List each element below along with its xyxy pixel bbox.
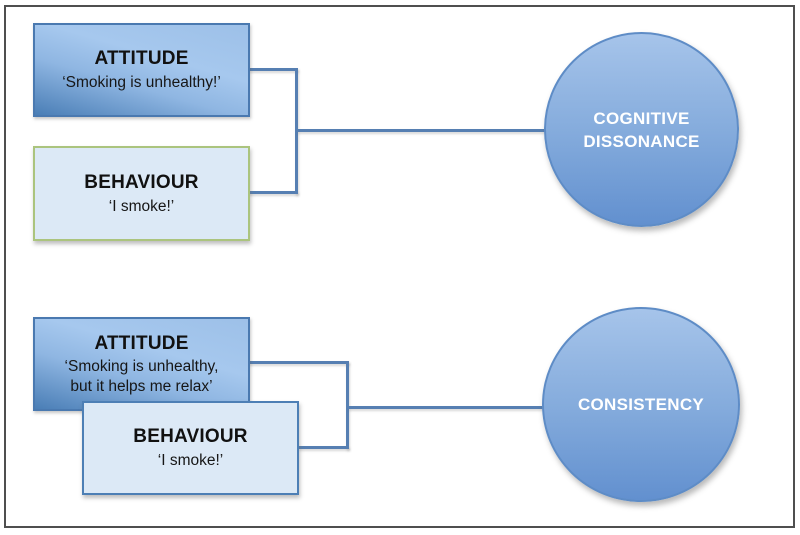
connector-top-behaviour-branch <box>248 191 298 194</box>
behaviour-box-top: BEHAVIOUR ‘I smoke!’ <box>33 146 250 241</box>
consistency-circle: CONSISTENCY <box>542 307 740 502</box>
behaviour-title: BEHAVIOUR <box>84 171 199 193</box>
connector-bottom-attitude-branch <box>248 361 349 364</box>
behaviour-subtitle: ‘I smoke!’ <box>157 452 224 470</box>
connector-top-stem <box>297 129 546 132</box>
cognitive-dissonance-circle: COGNITIVE DISSONANCE <box>544 32 739 227</box>
attitude-subtitle-line1: ‘Smoking is unhealthy, <box>64 357 219 375</box>
attitude-subtitle-line2: but it helps me relax’ <box>70 377 213 395</box>
attitude-box-top: ATTITUDE ‘Smoking is unhealthy!’ <box>33 23 250 117</box>
behaviour-subtitle: ‘I smoke!’ <box>108 197 175 215</box>
connector-bottom-behaviour-branch <box>298 446 349 449</box>
attitude-box-bottom: ATTITUDE ‘Smoking is unhealthy, but it h… <box>33 317 250 411</box>
attitude-title: ATTITUDE <box>94 332 189 354</box>
behaviour-title: BEHAVIOUR <box>133 426 248 448</box>
cognitive-dissonance-label-line1: COGNITIVE <box>593 108 690 128</box>
connector-bottom-vertical <box>346 361 349 449</box>
connector-top-vertical <box>295 68 298 194</box>
cognitive-dissonance-label-line2: DISSONANCE <box>583 131 700 151</box>
consistency-label: CONSISTENCY <box>577 395 705 414</box>
attitude-title: ATTITUDE <box>94 48 189 70</box>
connector-bottom-stem <box>348 406 544 409</box>
connector-top-attitude-branch <box>248 68 298 71</box>
behaviour-box-bottom: BEHAVIOUR ‘I smoke!’ <box>82 401 299 495</box>
attitude-subtitle: ‘Smoking is unhealthy!’ <box>62 74 221 92</box>
